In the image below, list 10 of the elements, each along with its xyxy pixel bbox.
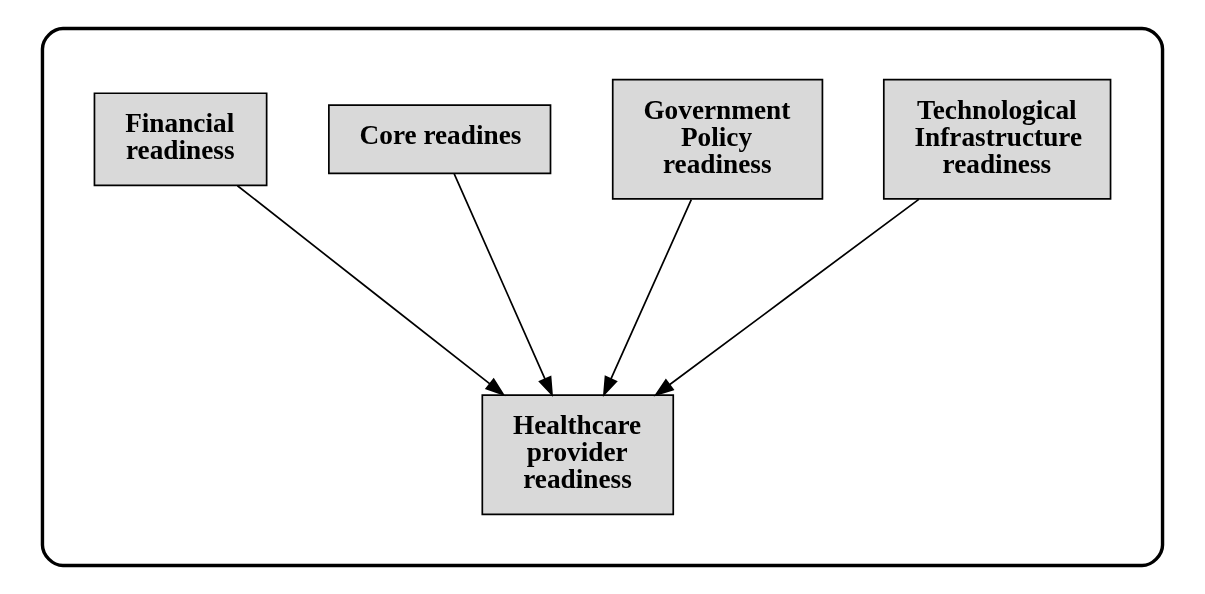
node-box: Government Policy readiness [611, 78, 824, 200]
node-box: Financial readiness [93, 92, 268, 187]
arrow [453, 172, 554, 398]
cluster [40, 26, 1165, 568]
node-box: Core readines [328, 104, 552, 175]
node-box: Healthcare provider readiness [481, 394, 675, 516]
node-box: Technological Infrastructure readiness [882, 78, 1112, 200]
arrow [653, 198, 920, 397]
arrow [236, 184, 506, 397]
arrow [602, 198, 693, 397]
